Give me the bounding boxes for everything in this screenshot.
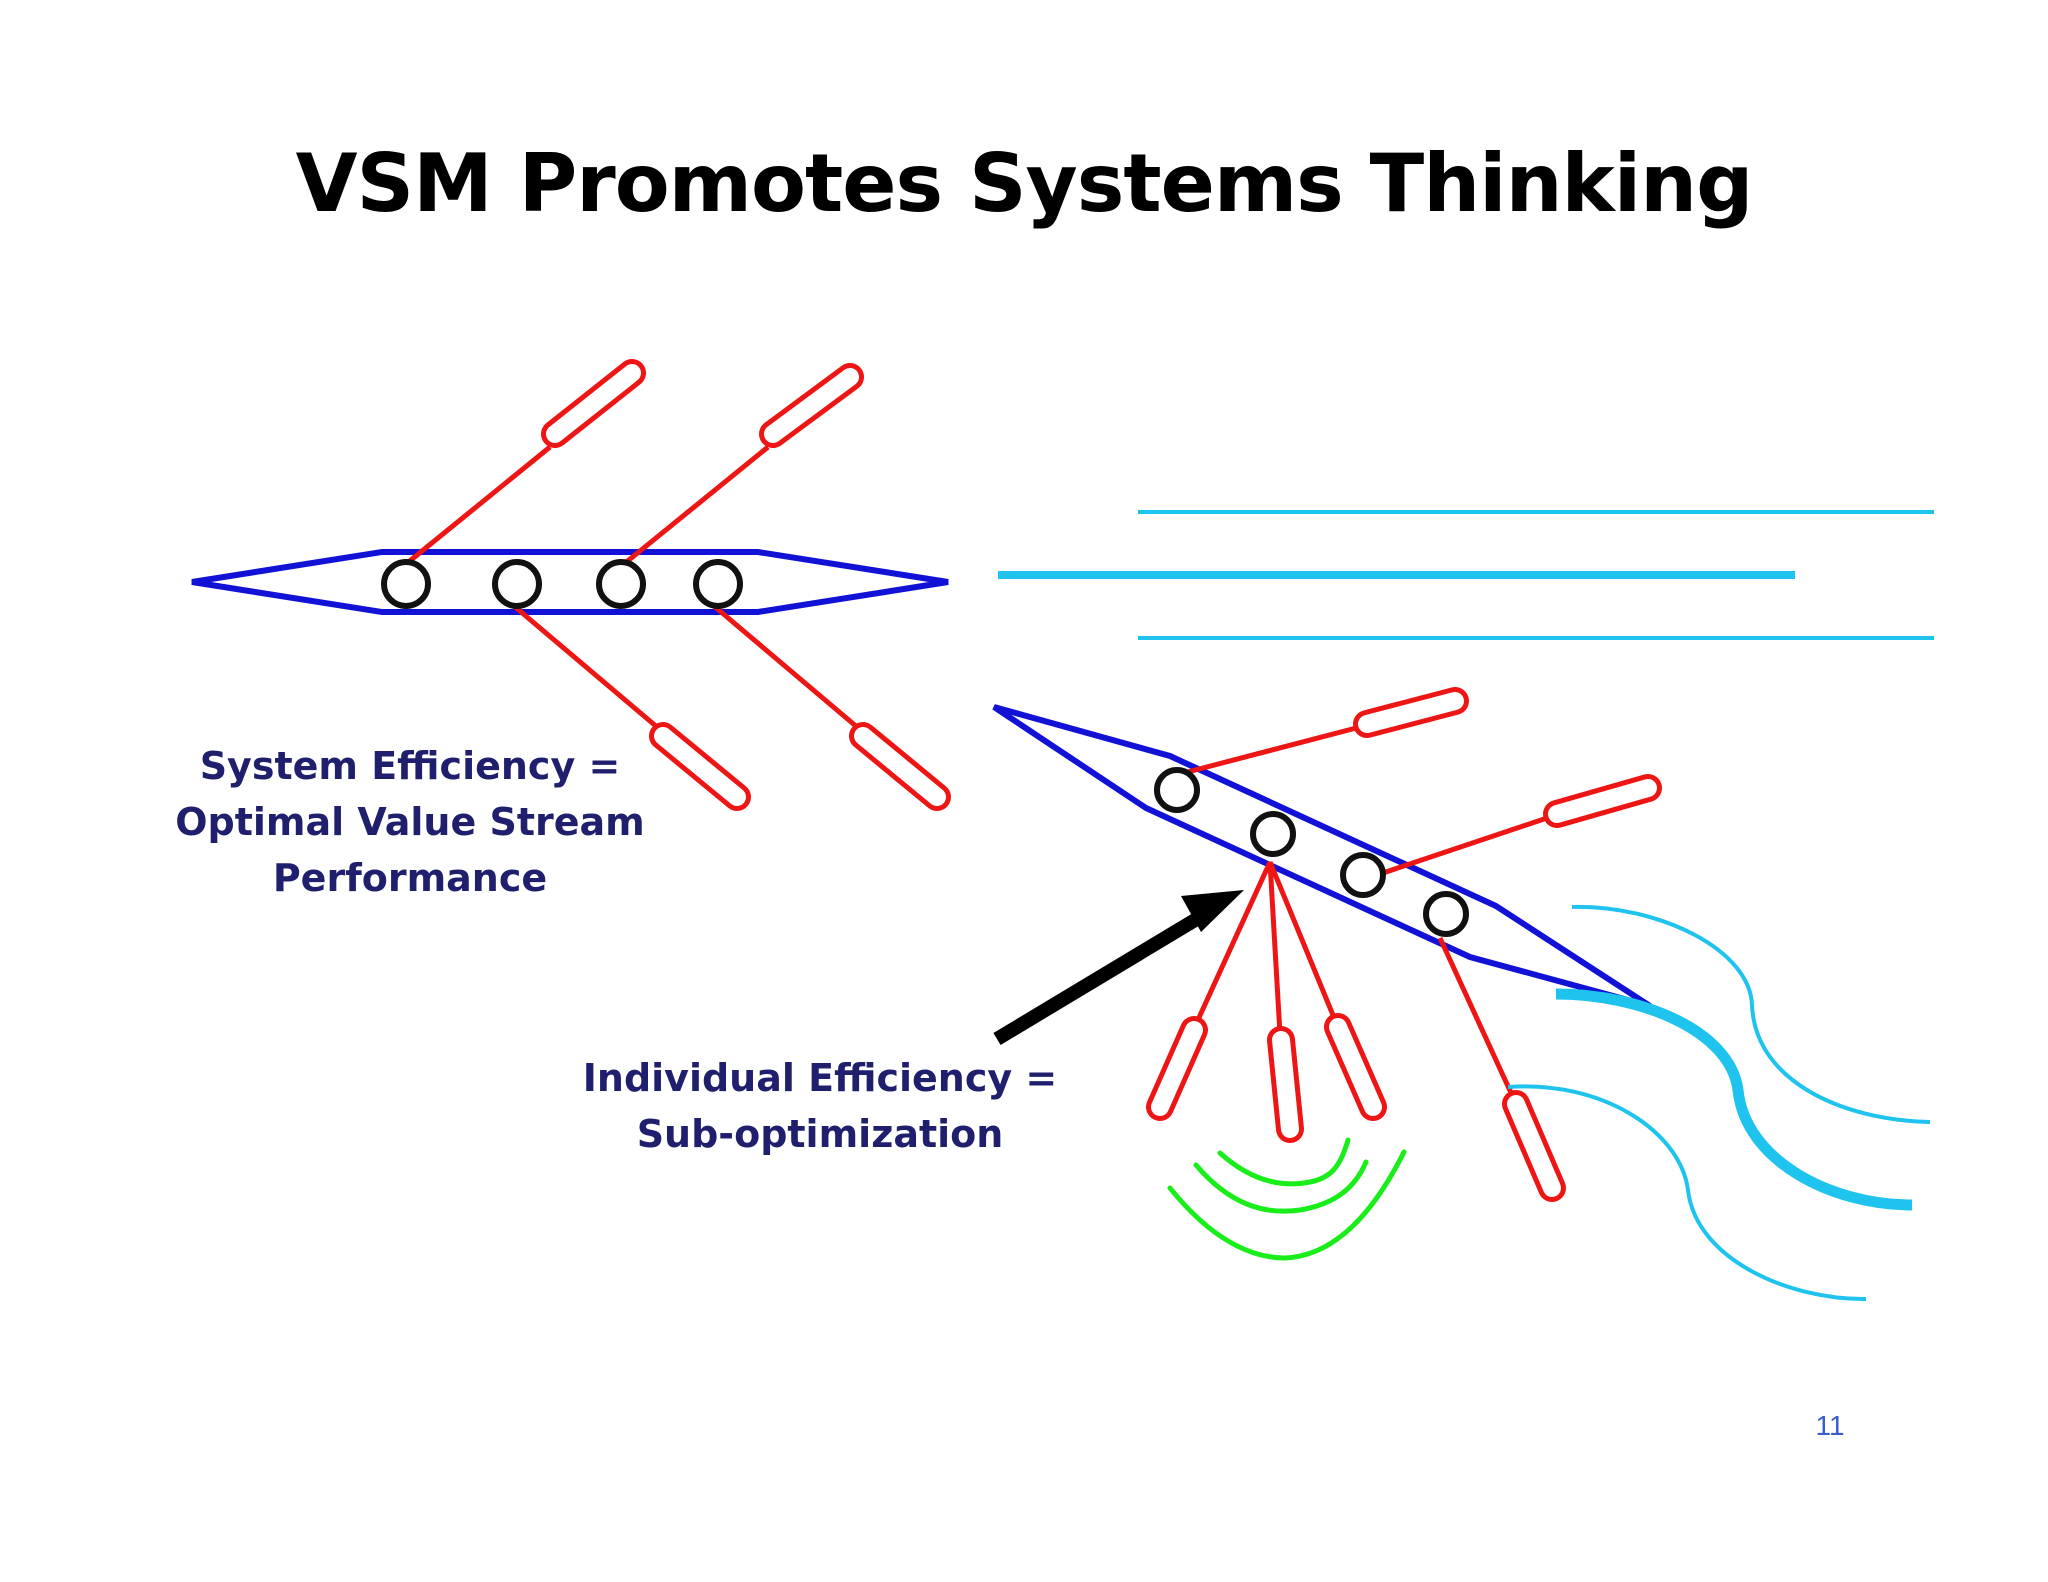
aligned-boat-oar [512, 604, 751, 811]
misaligned-boat-hull [992, 704, 1652, 1009]
caption-line: Individual Efficiency = [582, 1056, 1058, 1100]
wake-line [1555, 988, 1913, 1211]
misaligned-boat-oar [1367, 774, 1662, 881]
system-efficiency-caption: System Efficiency = Optimal Value Stream… [160, 738, 660, 906]
caption-line: System Efficiency = [199, 744, 621, 788]
splash-ripple [1193, 1159, 1369, 1214]
pointer-arrow-head [1181, 890, 1244, 932]
caption-line: Sub-optimization [636, 1112, 1004, 1156]
aligned-boat [191, 359, 951, 811]
misaligned-boat-oar [1437, 936, 1566, 1202]
aligned-boat-hull [191, 549, 949, 615]
page-number: 11 [1815, 1410, 1845, 1441]
straight-water [998, 510, 1934, 640]
individual-efficiency-caption: Individual Efficiency = Sub-optimization [560, 1050, 1080, 1162]
misaligned-boat-rower [1423, 891, 1469, 937]
aligned-boat-oar [712, 604, 951, 811]
aligned-boat-rower [492, 559, 542, 609]
aligned-boat-rower [381, 559, 431, 609]
misaligned-boat-rower [1340, 852, 1386, 898]
splash-ripple [1167, 1149, 1407, 1261]
misaligned-boat-oar [1267, 861, 1304, 1143]
misaligned-boat [992, 687, 1662, 1202]
wake-water [1507, 904, 1931, 1302]
wake-line [1571, 904, 1931, 1124]
slide-title: VSM Promotes Systems Thinking [295, 137, 1754, 230]
misaligned-boat-rower [1154, 767, 1200, 813]
misaligned-boat-oar [1267, 861, 1387, 1121]
misaligned-boat-rower [1250, 811, 1296, 857]
splash-ripples [1167, 1137, 1407, 1261]
caption-line: Optimal Value Stream [175, 800, 645, 844]
aligned-boat-oar [404, 359, 646, 566]
pointer-arrow [993, 890, 1244, 1045]
splash-ripple [1217, 1137, 1351, 1187]
misaligned-boat-oar [1179, 687, 1469, 777]
aligned-boat-rower [693, 559, 743, 609]
misaligned-boat-oar [1146, 860, 1273, 1121]
wake-line [1507, 1084, 1867, 1302]
aligned-boat-oar [622, 363, 864, 566]
pointer-arrow-shaft [993, 911, 1204, 1045]
caption-line: Performance [272, 856, 548, 900]
aligned-boat-rower [596, 559, 646, 609]
